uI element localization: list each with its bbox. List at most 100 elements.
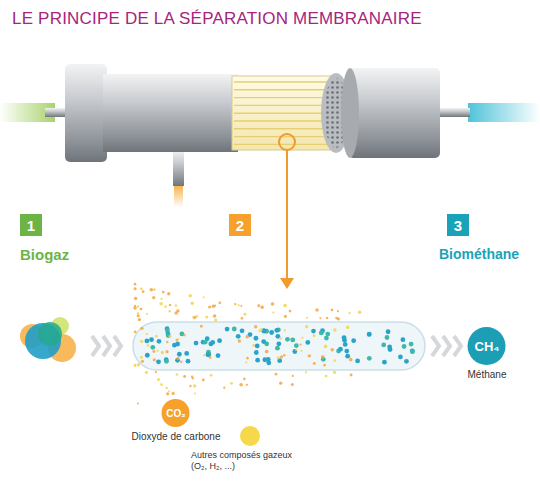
co2-dot	[331, 309, 334, 312]
co2-dot	[348, 312, 350, 314]
gas-label: Autres composés gazeux (O₂, H₂, ...)	[191, 450, 309, 472]
methane-dot	[186, 359, 191, 364]
co2-dot	[272, 312, 274, 314]
fiber-line	[234, 97, 330, 98]
co2-dot	[241, 317, 244, 320]
methane-dot	[164, 359, 169, 364]
methane-dot	[276, 341, 281, 346]
co2-dot	[324, 345, 328, 349]
methane-dot	[225, 327, 230, 332]
methane-dot	[311, 329, 316, 334]
co2-dot	[134, 305, 136, 307]
co2-dot	[141, 360, 144, 363]
fiber-line	[234, 105, 330, 106]
methane-dot	[236, 334, 241, 339]
fiber-line	[234, 112, 330, 113]
fiber-line	[234, 81, 330, 82]
co2-dot	[175, 304, 177, 306]
co2-dot	[140, 356, 143, 359]
co2-dot	[284, 315, 287, 318]
co2-dot	[260, 306, 264, 310]
co2-dot	[234, 303, 236, 305]
co2-dot	[159, 302, 163, 306]
methane-dot	[344, 349, 349, 354]
methane-dot	[319, 330, 324, 335]
formula: CO₂	[166, 408, 185, 419]
co2-dot	[319, 317, 321, 319]
co2-dot	[333, 371, 336, 374]
methane-dot	[338, 347, 343, 352]
methane-dot	[388, 347, 393, 352]
methane-dot	[266, 360, 271, 365]
co2-dot	[166, 350, 169, 353]
co2-dot	[203, 354, 205, 356]
co2-dot	[214, 304, 216, 306]
methane-dot	[345, 354, 350, 359]
step-number: 3	[454, 217, 462, 234]
methane-dot	[254, 336, 259, 341]
co2-dot	[166, 392, 169, 395]
co2-dot	[230, 382, 233, 385]
co2-dot	[165, 387, 167, 389]
methane-dot	[254, 350, 259, 355]
co2-dot	[183, 334, 186, 337]
co2-dot	[134, 364, 137, 367]
co2-dot	[337, 317, 340, 320]
co2-dot	[150, 288, 154, 292]
co2-dot	[176, 357, 179, 360]
methane-dot	[156, 359, 161, 364]
methane-dot	[203, 340, 208, 345]
methane-dot	[404, 359, 409, 364]
methane-dot	[386, 329, 391, 334]
co2-dot	[219, 302, 222, 305]
co2-dot	[176, 373, 179, 376]
co2-dot	[145, 371, 148, 374]
co2-dot	[280, 355, 283, 358]
co2-dot	[167, 292, 170, 295]
co2-dot	[279, 337, 282, 340]
gas-label: Dioxyde de carbone	[132, 431, 221, 443]
co2-dot	[180, 361, 182, 363]
co2-dot	[300, 343, 302, 345]
co2-dot	[239, 383, 242, 386]
co2-dot	[193, 316, 196, 319]
methane-dot	[367, 332, 372, 337]
co2-dot	[192, 377, 194, 379]
co2-dot	[260, 328, 263, 331]
co2-dot	[155, 335, 158, 338]
co2-dot	[337, 310, 339, 312]
co2-dot	[162, 291, 165, 294]
co2-dot	[300, 350, 302, 352]
co2-dot	[157, 378, 160, 381]
methane-dot	[255, 344, 260, 349]
fiber-line	[234, 144, 330, 145]
fiber-line	[234, 128, 330, 129]
methane-dot	[325, 332, 330, 337]
co2-dot	[137, 363, 140, 366]
co2-dot	[155, 371, 157, 373]
step-badge: 3Biométhane	[447, 214, 519, 263]
co2-dot	[210, 374, 213, 377]
methane-dot	[144, 339, 149, 344]
co2-dot	[305, 371, 307, 373]
co2-dot	[301, 337, 303, 339]
co2-dot	[191, 302, 194, 305]
co2-dot	[284, 329, 286, 331]
methane-dot	[172, 343, 177, 348]
co2-dot	[160, 298, 162, 300]
co2-dot	[265, 351, 267, 353]
methane-dot	[275, 346, 280, 351]
formula: CH₄	[474, 339, 499, 354]
co2-dot	[146, 333, 148, 335]
methane-dot	[351, 338, 356, 343]
zoom-leader	[286, 150, 288, 280]
methane-dot	[210, 340, 215, 345]
co2-dot	[358, 310, 361, 313]
co2-dot	[164, 305, 167, 308]
methane-dot	[367, 332, 372, 337]
zoom-arrowhead	[280, 278, 294, 289]
co2-dot	[140, 287, 143, 290]
methane-dot	[184, 351, 189, 356]
co2-dot	[315, 308, 318, 311]
co2-dot	[289, 310, 292, 313]
